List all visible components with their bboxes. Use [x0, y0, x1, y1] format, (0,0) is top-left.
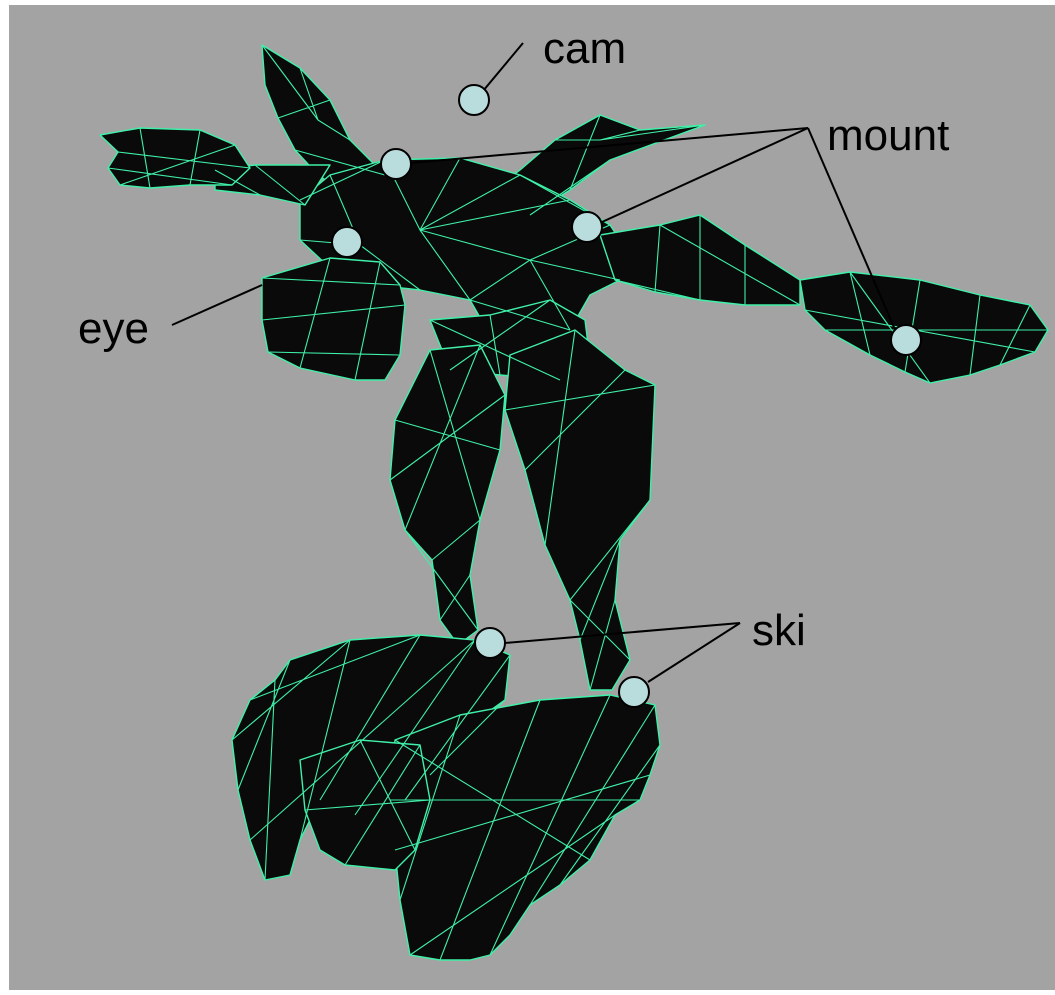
cam-node	[459, 85, 489, 115]
eye-node	[332, 227, 362, 257]
ski-label: ski	[752, 606, 806, 655]
eye-label: eye	[78, 304, 149, 353]
mount-node-hand	[891, 325, 921, 355]
ski-node-right	[619, 677, 649, 707]
cam-label: cam	[543, 24, 626, 73]
ski-node-left	[475, 628, 505, 658]
mount-node-head	[381, 149, 411, 179]
mount-node-chest	[572, 212, 602, 242]
mount-label: mount	[827, 111, 949, 160]
